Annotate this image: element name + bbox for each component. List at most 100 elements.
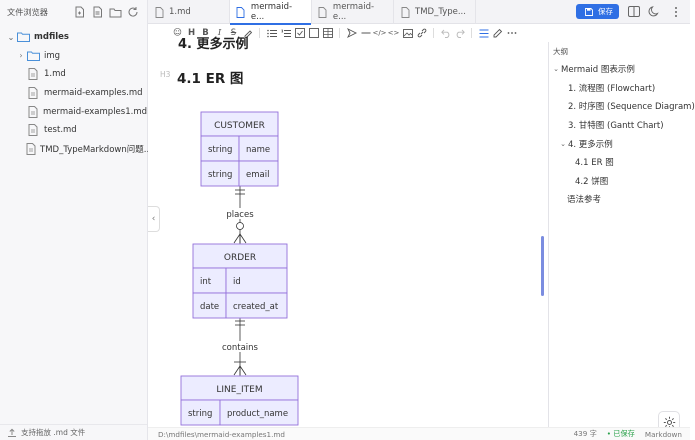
theme-moon-icon[interactable] xyxy=(648,5,661,18)
outline-item-label: 语法参考 xyxy=(567,195,602,206)
align-icon[interactable] xyxy=(478,27,489,39)
tree-item-file[interactable]: test.md xyxy=(0,121,147,140)
entity-header xyxy=(180,375,299,401)
refresh-icon[interactable] xyxy=(126,5,140,19)
attr-type-cell xyxy=(200,160,240,187)
ordered-list-icon[interactable] xyxy=(280,27,291,39)
outline-item-syntax[interactable]: 语法参考 xyxy=(549,190,690,209)
collapse-sidebar-button[interactable]: ‹ xyxy=(148,206,160,232)
toolbar-divider xyxy=(471,28,472,38)
section-heading: 4. 更多示例 xyxy=(178,37,249,52)
strikethrough-button[interactable]: S xyxy=(230,28,237,38)
chevron-right-icon: › xyxy=(19,51,23,61)
status-bar: D:\mdfiles\mermaid-examples1.md 439 字 • … xyxy=(148,427,690,440)
open-folder-icon[interactable] xyxy=(108,5,122,19)
heading-button[interactable]: H xyxy=(187,28,196,38)
outline-panel: 大纲 ⌄ Mermaid 图表示例 1. 流程图 (Flowchart) 2. … xyxy=(548,42,695,440)
file-icon xyxy=(236,6,246,18)
tree-root-folder[interactable]: ⌄ mdfiles xyxy=(0,28,147,47)
toolbar-divider xyxy=(259,28,260,38)
bullet-list-icon[interactable] xyxy=(266,27,277,39)
outline-item-er[interactable]: 4.1 ER 图 xyxy=(549,153,690,172)
attr-type: string xyxy=(208,145,232,155)
entity-name: LINE_ITEM xyxy=(216,385,262,395)
tree-item-file[interactable]: TMD_TypeMarkdown问题... xyxy=(0,140,152,159)
file-tree: ⌄ mdfiles › img 1.md mermaid-examples.md xyxy=(0,24,152,159)
tab-mermaid-examples1[interactable]: mermaid-e... xyxy=(230,0,312,25)
word-count: 439 字 xyxy=(573,429,597,438)
checkbox-icon[interactable] xyxy=(308,27,319,39)
tab-label: mermaid-e... xyxy=(332,2,375,22)
tree-root-label: mdfiles xyxy=(34,32,69,43)
editor-pane[interactable]: 4. 更多示例 H3 4.1 ER 图 places contains CUST… xyxy=(148,37,546,427)
tab-tmd-typemarkdown[interactable]: TMD_Type... xyxy=(394,0,476,24)
entity-customer[interactable]: CUSTOMER string name string email xyxy=(200,111,279,187)
bold-button[interactable]: B xyxy=(202,28,209,38)
entity-order[interactable]: ORDER int id date created_at xyxy=(192,243,288,319)
chevron-down-icon: ⌄ xyxy=(560,139,566,148)
edit-icon[interactable] xyxy=(492,27,503,39)
tab-1-md[interactable]: 1.md xyxy=(148,0,230,24)
file-icon xyxy=(26,124,40,137)
tree-item-file[interactable]: 1.md xyxy=(0,65,147,84)
file-icon xyxy=(26,68,40,81)
outline-item-gantt[interactable]: 3. 甘特图 (Gantt Chart) xyxy=(549,116,690,135)
tree-item-file[interactable]: mermaid-examples1.md xyxy=(0,102,147,121)
outline-item-more[interactable]: ⌄ 4. 更多示例 xyxy=(549,134,690,153)
tree-item-label: img xyxy=(44,50,61,61)
many-marker xyxy=(233,365,247,376)
italic-button[interactable]: I xyxy=(217,28,222,38)
toolbar-divider xyxy=(339,28,340,38)
entity-line-item[interactable]: LINE_ITEM string product_name xyxy=(180,375,299,426)
attr-name-cell xyxy=(219,399,299,426)
sidebar-title: 文件浏览器 xyxy=(7,7,48,17)
send-icon[interactable] xyxy=(346,27,357,39)
image-icon[interactable] xyxy=(402,27,413,39)
horizontal-rule-icon[interactable] xyxy=(360,27,371,39)
attr-type-cell xyxy=(192,267,227,294)
outline-item-sequence[interactable]: 2. 时序图 (Sequence Diagram) xyxy=(549,97,695,116)
new-file-icon[interactable] xyxy=(72,5,86,19)
attr-type: string xyxy=(188,409,212,419)
toolbar-divider xyxy=(433,28,434,38)
highlight-icon[interactable] xyxy=(242,27,253,39)
heading-level-marker: H3 xyxy=(160,70,171,79)
more-horizontal-icon[interactable] xyxy=(506,27,517,39)
save-button[interactable]: 保存 xyxy=(576,4,619,19)
outline-item-label: Mermaid 图表示例 xyxy=(561,65,635,76)
split-view-icon[interactable] xyxy=(627,5,640,18)
outline-item-flowchart[interactable]: 1. 流程图 (Flowchart) xyxy=(549,79,690,98)
document-mode[interactable]: Markdown xyxy=(644,429,682,439)
code-block-icon[interactable]: <> xyxy=(387,29,400,37)
relation-label-places: places xyxy=(226,210,254,220)
attr-name-cell xyxy=(225,292,288,319)
redo-icon[interactable] xyxy=(454,27,465,39)
attr-type: date xyxy=(200,302,219,312)
file-icon xyxy=(400,6,410,18)
outline-item-pie[interactable]: 4.2 饼图 xyxy=(549,172,690,191)
save-status: • 已保存 xyxy=(606,429,635,438)
attr-name: name xyxy=(246,145,270,155)
drag-drop-hint: 支持拖放 .md 文件 xyxy=(21,428,86,437)
more-vertical-icon[interactable] xyxy=(669,5,682,18)
tree-item-label: mermaid-examples1.md xyxy=(43,106,147,117)
sidebar-tools xyxy=(72,5,140,19)
inline-code-icon[interactable]: </> xyxy=(372,29,387,37)
attr-name: id xyxy=(233,277,241,287)
table-icon[interactable] xyxy=(322,27,333,39)
tree-item-img[interactable]: › img xyxy=(0,47,147,66)
emoji-icon[interactable]: ☺ xyxy=(173,28,182,38)
tree-item-file[interactable]: mermaid-examples.md xyxy=(0,84,147,103)
undo-icon[interactable] xyxy=(440,27,451,39)
attr-type-cell xyxy=(200,135,240,162)
outline-item-root[interactable]: ⌄ Mermaid 图表示例 xyxy=(549,60,690,79)
editor-scrollbar[interactable] xyxy=(541,236,544,296)
link-icon[interactable] xyxy=(416,27,427,39)
task-list-icon[interactable] xyxy=(294,27,305,39)
attr-name-cell xyxy=(225,267,288,294)
relation-label-contains: contains xyxy=(222,343,259,353)
outline-item-label: 3. 甘特图 (Gantt Chart) xyxy=(568,121,664,132)
file-icon xyxy=(26,142,36,155)
tab-mermaid-examples[interactable]: mermaid-e... xyxy=(312,0,394,24)
new-document-icon[interactable] xyxy=(90,5,104,19)
